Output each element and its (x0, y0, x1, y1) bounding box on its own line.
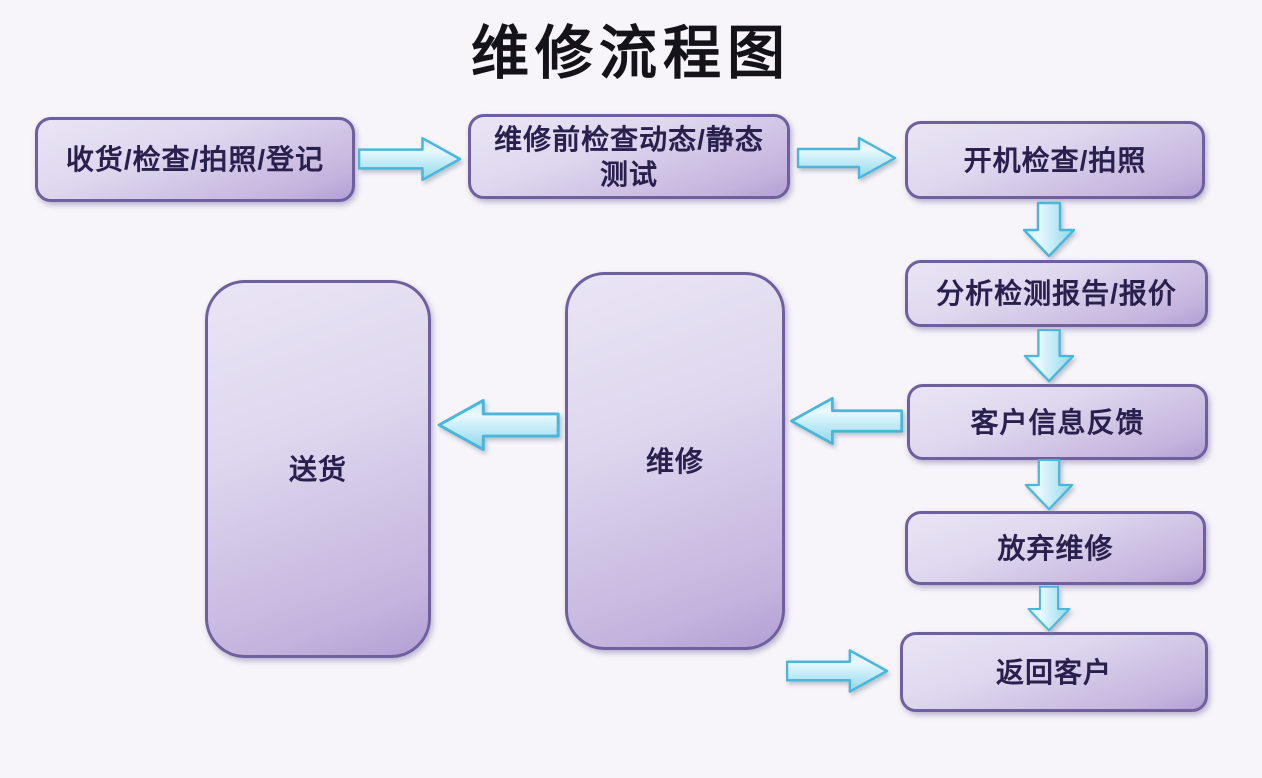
arrow-left-repair-to-deliver-icon (437, 398, 560, 452)
node-feedback: 客户信息反馈 (907, 384, 1208, 460)
node-poweron-label: 开机检查/拍照 (963, 144, 1147, 176)
arrow-down-abandon-to-return-icon (1027, 586, 1071, 632)
node-deliver: 送货 (205, 280, 431, 658)
node-report: 分析检测报告/报价 (905, 260, 1208, 327)
node-return: 返回客户 (900, 632, 1208, 712)
node-repair-label: 维修 (645, 445, 704, 477)
page-title: 维修流程图 (470, 21, 791, 86)
node-repair: 维修 (565, 272, 785, 650)
node-receive: 收货/检查/拍照/登记 (35, 117, 355, 202)
arrow-right-pretest-to-poweron-icon (796, 136, 897, 180)
node-feedback-label: 客户信息反馈 (970, 406, 1145, 438)
arrow-down-feedback-to-abandon-icon (1024, 459, 1074, 511)
node-deliver-label: 送货 (288, 453, 347, 485)
node-abandon: 放弃维修 (905, 511, 1206, 585)
node-return-label: 返回客户 (995, 656, 1112, 688)
node-poweron: 开机检查/拍照 (905, 121, 1205, 199)
arrow-down-poweron-to-report-icon (1022, 201, 1076, 258)
arrow-right-repair-to-return-icon (786, 649, 889, 693)
node-pretest: 维修前检查动态/静态测试 (468, 114, 790, 199)
node-abandon-label: 放弃维修 (997, 532, 1114, 564)
arrow-down-report-to-feedback-icon (1023, 329, 1075, 383)
node-receive-label: 收货/检查/拍照/登记 (65, 144, 325, 175)
node-report-label: 分析检测报告/报价 (936, 278, 1177, 309)
arrow-left-feedback-to-repair-icon (790, 396, 904, 446)
arrow-right-receive-to-pretest-icon (358, 136, 462, 182)
node-pretest-label: 维修前检查动态/静态测试 (494, 123, 764, 190)
